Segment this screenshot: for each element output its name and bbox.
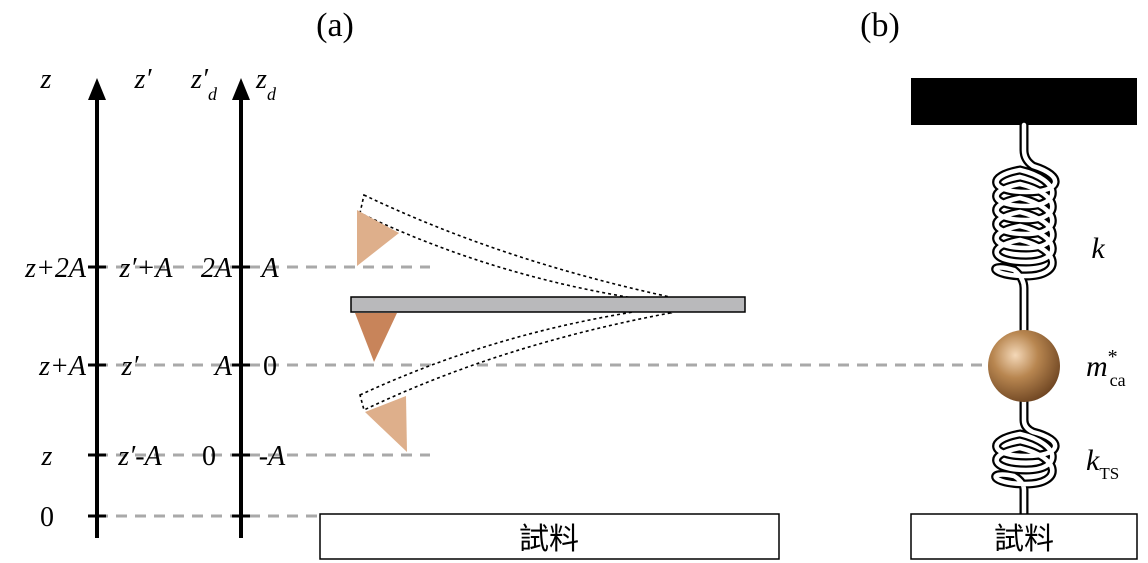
svg-text:zd: zd [255, 64, 277, 104]
sample-b [910, 513, 1138, 560]
axis-z-prime-tick: z′-A [117, 441, 162, 472]
sample-a-label: 試料 [519, 523, 579, 556]
axis-zd-tick: 0 [263, 351, 277, 382]
spring-k-label: k [1091, 232, 1105, 265]
axis-zd-tick: -A [259, 441, 286, 472]
axis-zd-label: z [255, 64, 267, 95]
cantilever-deflected-down [359, 307, 673, 412]
axis-z-prime: z′ z′+A z′ z′-A [117, 64, 173, 472]
mass-label-sup: * [1108, 346, 1118, 368]
sample-b-label: 試料 [994, 523, 1054, 556]
panel-a-label: (a) [316, 7, 354, 44]
sample-a [319, 513, 780, 560]
axis-z-prime-label: z′ [133, 64, 152, 95]
axis-z-prime-tick: z′+A [118, 253, 173, 284]
axis-zd-prime: z′d 2A A 0 [190, 64, 233, 472]
spring-kts-label: k [1086, 444, 1100, 477]
support-block [911, 78, 1137, 125]
axis-z-tick: 0 [40, 502, 54, 533]
cantilever-deflected-up [359, 193, 673, 303]
axis-zd-sub: d [267, 84, 277, 104]
tip-lower [365, 396, 407, 452]
effective-mass-ball [988, 330, 1060, 402]
spring-k [991, 120, 1060, 345]
axis-zd-tick: A [259, 253, 279, 284]
axis-z-label: z [40, 64, 52, 95]
axis-z-tick: z [41, 441, 53, 472]
reference-lines [97, 265, 985, 518]
tip-rest [355, 313, 397, 362]
axis-z-tick: z+2A [24, 253, 87, 284]
axis-zd-prime-sub: d [208, 84, 218, 104]
axis-zd: zd A 0 -A [232, 64, 286, 538]
axis-zd-prime-tick: A [213, 351, 233, 382]
panel-b-label: (b) [860, 7, 900, 44]
svg-text:z′d: z′d [190, 64, 218, 104]
axis-z-prime-tick: z′ [120, 351, 139, 382]
svg-text:m*ca: m*ca [1086, 346, 1126, 390]
spring-kts [991, 385, 1060, 519]
axis-z: z z+2A z+A z 0 [24, 64, 106, 538]
axis-zd-prime-tick: 0 [202, 441, 216, 472]
cantilever-rest [350, 296, 746, 313]
axis-zd-prime-tick: 2A [201, 253, 233, 284]
axis-zd-prime-label: z′ [190, 64, 209, 95]
spring-kts-sub: TS [1099, 464, 1119, 483]
mass-label: m [1086, 350, 1108, 383]
axis-z-tick: z+A [38, 351, 87, 382]
svg-text:kTS: kTS [1086, 444, 1119, 483]
tip-upper [357, 210, 399, 266]
mass-label-sub: ca [1110, 370, 1126, 390]
